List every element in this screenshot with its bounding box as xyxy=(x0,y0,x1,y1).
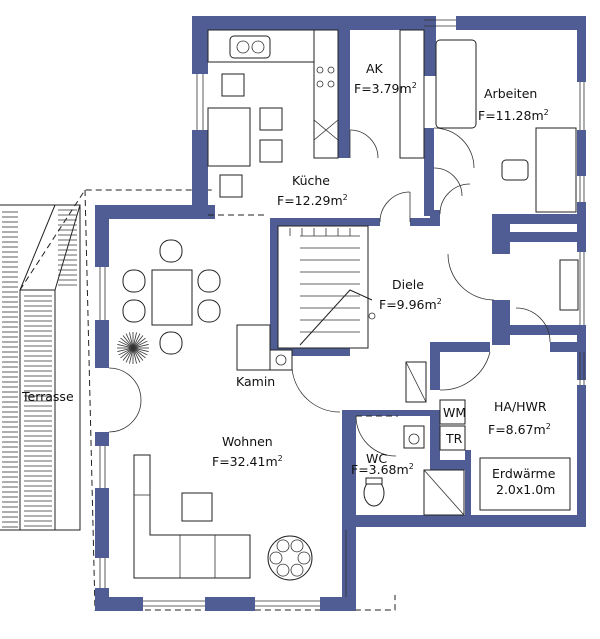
plant-leaf xyxy=(132,347,148,356)
plant-leaf xyxy=(122,335,134,349)
chair xyxy=(269,551,283,565)
plant-leaf xyxy=(132,344,149,349)
office-furniture xyxy=(399,29,577,213)
plant-leaf xyxy=(120,347,134,359)
room-area-wc: F=3.68m2 xyxy=(351,462,414,477)
dining-table-set xyxy=(122,239,221,355)
doors xyxy=(108,127,551,457)
chair xyxy=(290,539,304,553)
plant-leaf xyxy=(132,335,144,349)
label-kamin: Kamin xyxy=(236,374,275,389)
plant-leaf xyxy=(118,340,134,349)
plant-leaf xyxy=(129,347,134,364)
room-name-wohnen: Wohnen xyxy=(222,434,273,449)
plant-leaf xyxy=(118,347,134,356)
plant-leaf xyxy=(132,347,149,352)
plant-leaf xyxy=(117,347,134,352)
room-name-diele: Diele xyxy=(392,277,424,292)
chair xyxy=(276,563,290,577)
plant-leaf xyxy=(117,344,134,349)
label-wm: WM xyxy=(443,405,466,420)
room-area-arbeiten: F=11.28m2 xyxy=(478,108,549,123)
room-area-ak: F=3.79m2 xyxy=(354,81,417,96)
plant-leaf xyxy=(132,333,141,349)
walls xyxy=(95,16,586,611)
room-area-wohnen: F=32.41m2 xyxy=(212,454,283,469)
room-name-hahwr: HA/HWR xyxy=(494,399,547,414)
plant-leaf xyxy=(129,332,134,349)
room-labels: AK F=3.79m2 Arbeiten F=11.28m2 Küche F=1… xyxy=(21,61,556,497)
chair xyxy=(297,551,311,565)
utility-fixtures xyxy=(405,259,579,516)
room-name-kueche: Küche xyxy=(292,173,330,188)
plant-leaf xyxy=(132,337,146,349)
label-erdwaerme: Erdwärme xyxy=(492,466,556,481)
fireplace xyxy=(236,324,293,371)
plant-leaf xyxy=(132,340,148,349)
plant-leaf xyxy=(120,337,134,349)
kitchen-furniture xyxy=(207,29,339,216)
terrace-decking xyxy=(2,209,77,528)
plant-icon xyxy=(117,332,149,364)
windows xyxy=(99,19,585,607)
room-area-hahwr: F=8.67m2 xyxy=(488,422,551,437)
label-terrasse: Terrasse xyxy=(21,389,74,404)
plant-leaf xyxy=(132,347,146,359)
label-erdwaerme-size: 2.0x1.0m xyxy=(496,482,555,497)
plant-leaf xyxy=(132,332,137,349)
chair xyxy=(276,539,290,553)
room-area-kueche: F=12.29m2 xyxy=(277,193,348,208)
wc-fixtures xyxy=(356,415,425,507)
plant-leaf xyxy=(125,347,134,363)
living-furniture xyxy=(133,454,313,581)
plant-leaf xyxy=(132,347,144,361)
plant-leaf xyxy=(132,347,137,364)
room-area-diele: F=9.96m2 xyxy=(379,297,442,312)
chair xyxy=(290,563,304,577)
terrace xyxy=(0,204,81,531)
plant-leaf xyxy=(122,347,134,361)
plant-leaf xyxy=(125,333,134,349)
room-name-arbeiten: Arbeiten xyxy=(484,86,537,101)
room-name-ak: AK xyxy=(366,61,384,76)
plant-leaf xyxy=(132,347,141,363)
staircase xyxy=(277,225,376,349)
label-tr: TR xyxy=(445,431,463,446)
room-name-wc: WC xyxy=(366,451,387,466)
